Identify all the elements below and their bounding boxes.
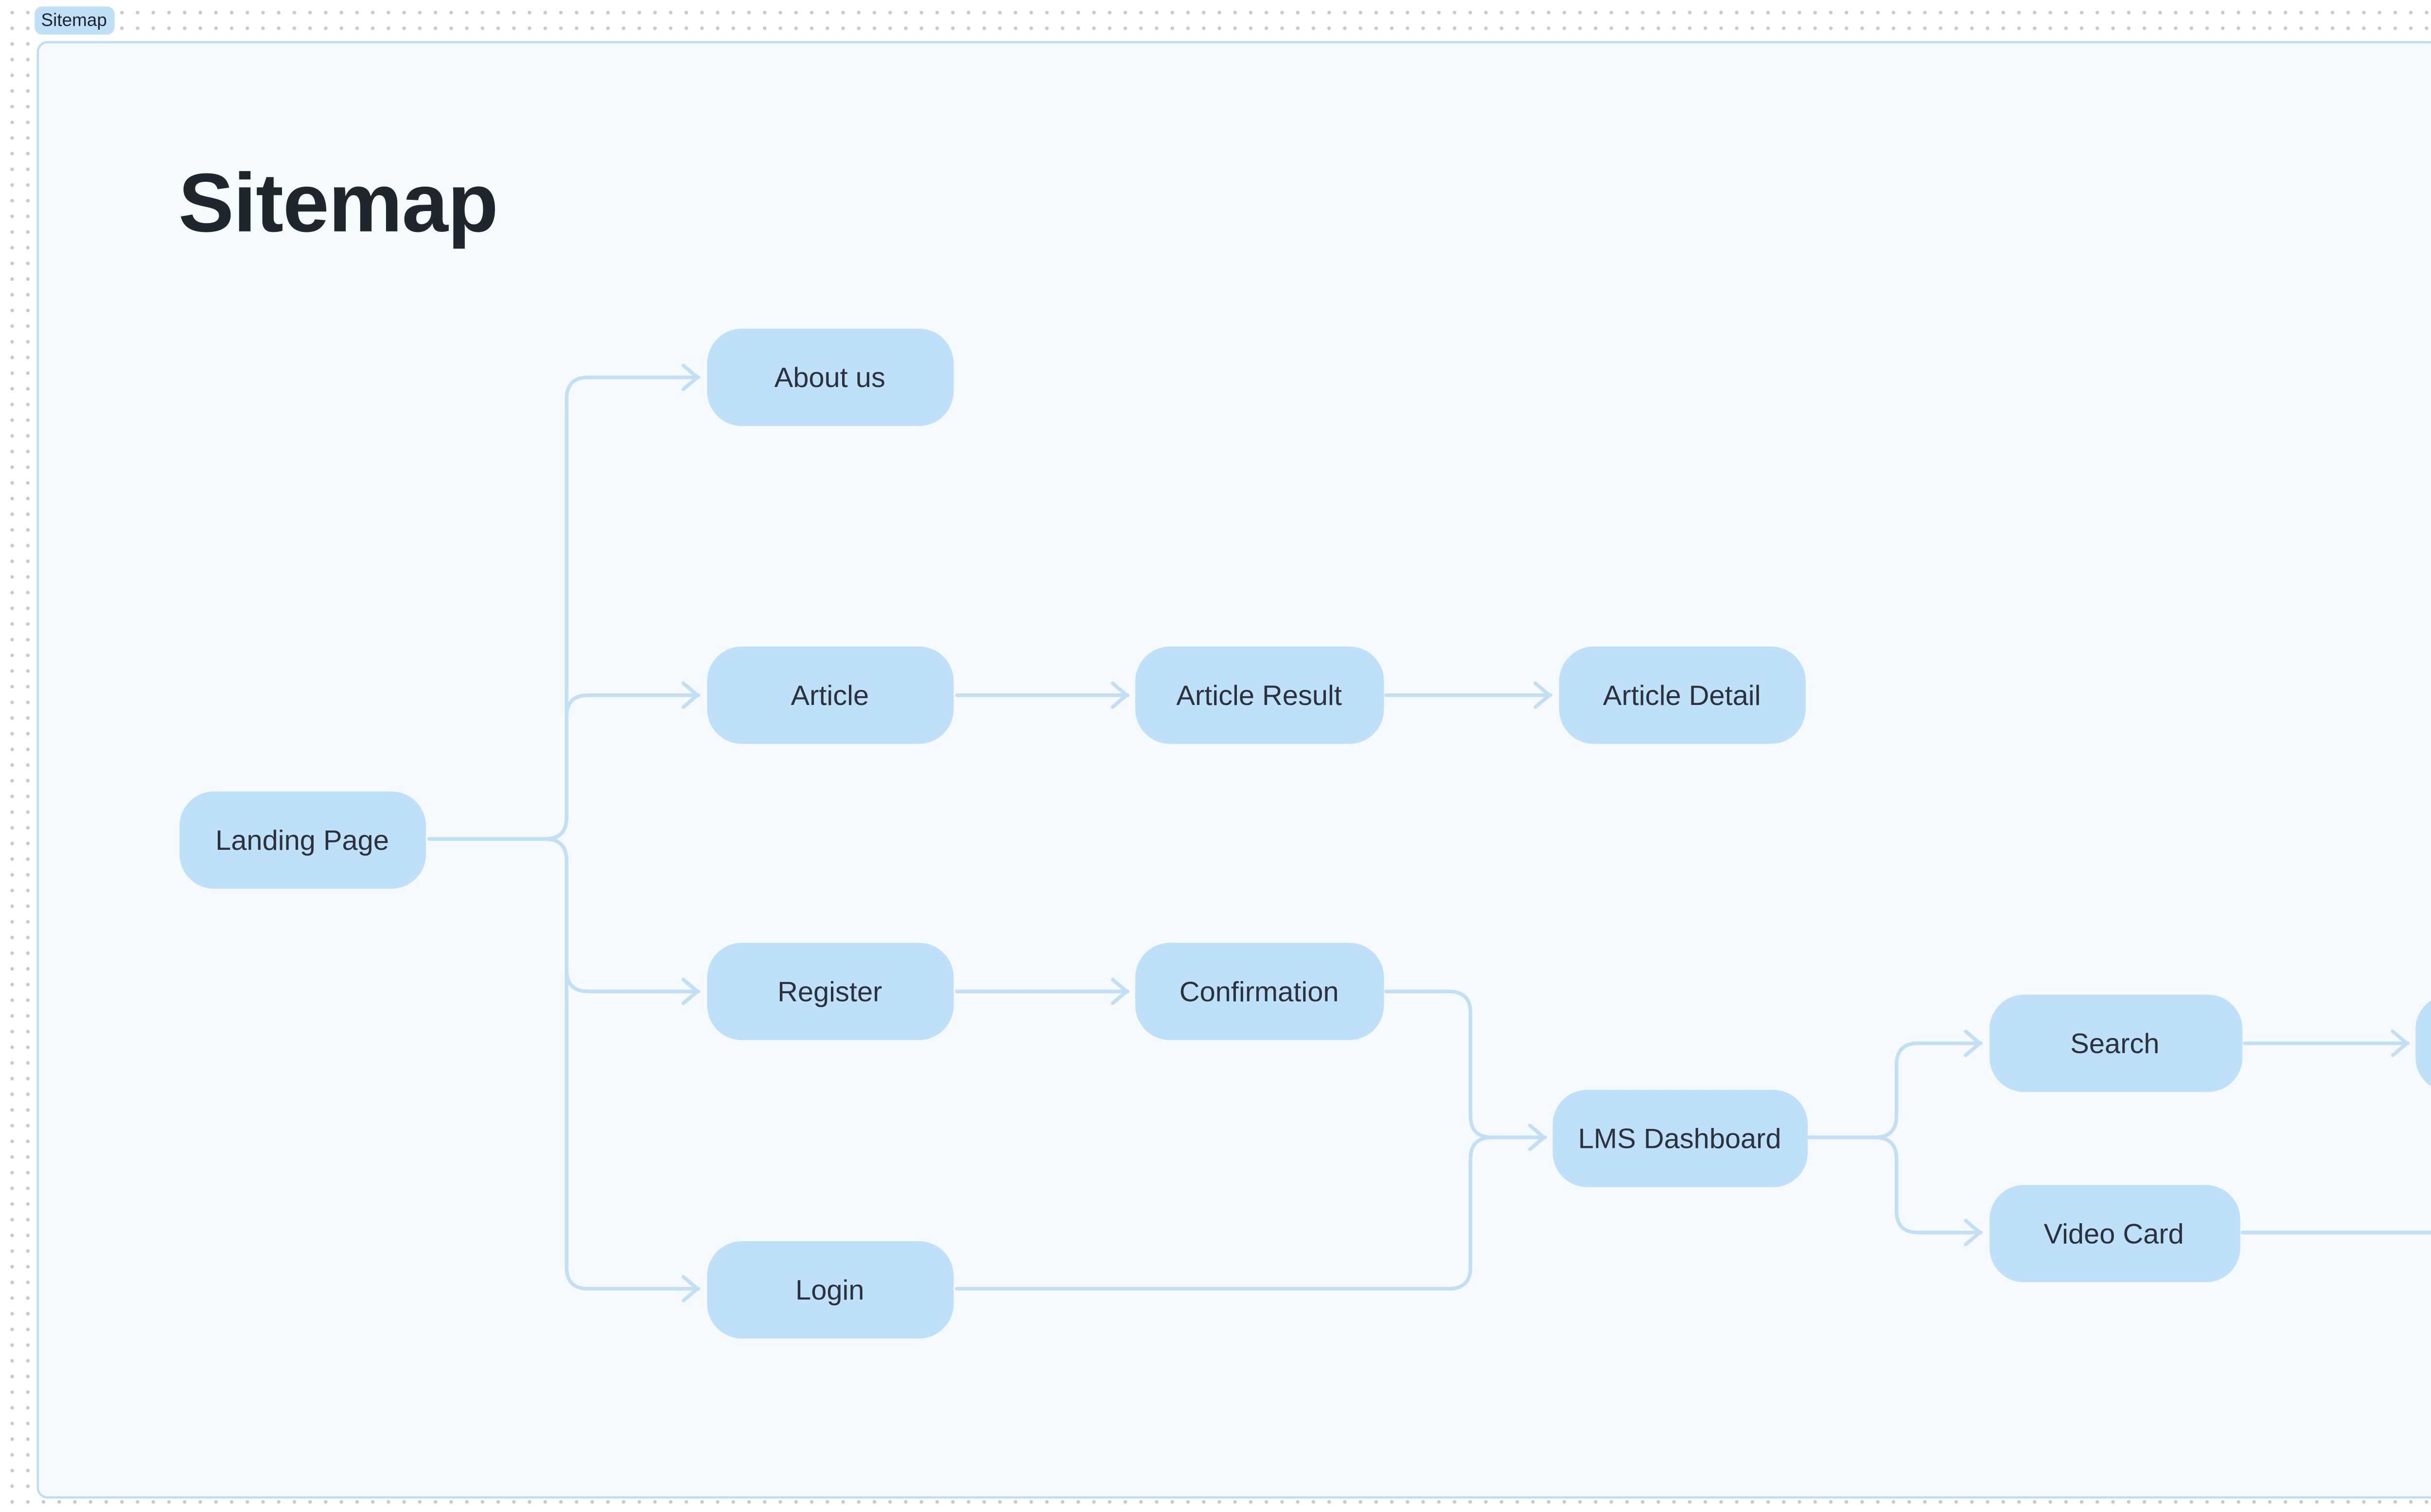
node-video-card[interactable]: Video Card bbox=[1988, 1184, 2239, 1282]
frame-name-label[interactable]: Sitemap bbox=[33, 7, 115, 35]
node-about-us[interactable]: About us bbox=[706, 329, 954, 426]
node-article-detail[interactable]: Article Detail bbox=[1558, 646, 1806, 744]
node-login[interactable]: Login bbox=[706, 1240, 954, 1337]
page-title[interactable]: Sitemap bbox=[178, 158, 498, 251]
node-article[interactable]: Article bbox=[706, 646, 954, 744]
node-landing-page[interactable]: Landing Page bbox=[178, 790, 426, 888]
node-article-result[interactable]: Article Result bbox=[1135, 646, 1383, 744]
node-lms-dashboard[interactable]: LMS Dashboard bbox=[1552, 1089, 1807, 1186]
node-register[interactable]: Register bbox=[706, 943, 954, 1040]
node-confirmation[interactable]: Confirmation bbox=[1135, 943, 1383, 1040]
node-search[interactable]: Search bbox=[1988, 994, 2242, 1092]
